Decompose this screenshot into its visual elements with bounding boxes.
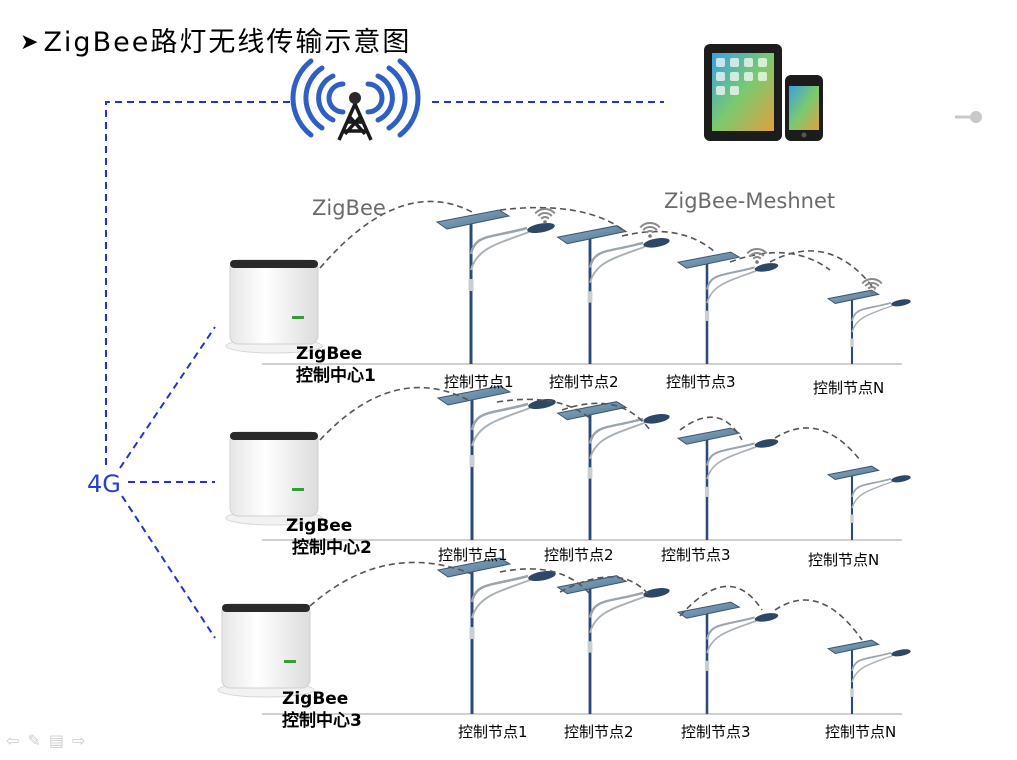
row3-node3-label: 控制节点3 bbox=[681, 723, 751, 741]
tower-to-left-link bbox=[105, 101, 290, 468]
row3-zigbee-arc-4 bbox=[679, 585, 763, 617]
row2-street-lamp-2-icon bbox=[556, 401, 670, 540]
4g-label: 4G bbox=[87, 470, 121, 498]
row3-street-lamp-1-icon bbox=[436, 557, 556, 714]
row1-wifi-3-icon bbox=[746, 248, 768, 264]
4g-to-center3-link bbox=[121, 495, 216, 639]
row1-nodeN-label: 控制节点N bbox=[813, 379, 885, 397]
row3-zigbee-arc-2 bbox=[499, 568, 591, 595]
row2-zigbee-arc-5 bbox=[774, 427, 861, 461]
row1-street-lamp-3-icon bbox=[676, 251, 779, 364]
prev-arrow-icon[interactable]: ⇦ bbox=[6, 731, 28, 750]
lamp-rows bbox=[217, 200, 911, 715]
center-3-line2: 控制中心3 bbox=[282, 711, 362, 731]
row2-street-lamp-3-icon bbox=[676, 427, 779, 540]
row3-zigbee-arc-1 bbox=[309, 561, 473, 607]
zigbee-link-label: ZigBee bbox=[312, 196, 386, 220]
row3-node2-label: 控制节点2 bbox=[564, 723, 634, 741]
row1-node3-label: 控制节点3 bbox=[666, 373, 736, 391]
center-2-line2: 控制中心2 bbox=[292, 538, 372, 558]
row2-node3-label: 控制节点3 bbox=[661, 546, 731, 564]
next-arrow-icon[interactable]: ⇨ bbox=[71, 731, 94, 750]
row3-nodeN-label: 控制节点N bbox=[825, 723, 897, 741]
radio-tower-icon bbox=[290, 58, 421, 141]
gateway-2-icon bbox=[225, 431, 323, 526]
center-1-line2: 控制中心1 bbox=[296, 366, 376, 386]
meshnet-link-label: ZigBee-Meshnet bbox=[664, 189, 836, 213]
center-1-line1: ZigBee bbox=[296, 344, 363, 364]
row2-nodeN-label: 控制节点N bbox=[808, 551, 880, 569]
row3-street-lamp-4-icon bbox=[826, 639, 911, 714]
row1-node2-label: 控制节点2 bbox=[549, 373, 619, 391]
center-3-label: ZigBee 控制中心3 bbox=[282, 688, 362, 732]
row1-zigbee-arc-4 bbox=[729, 251, 831, 271]
row2-zigbee-arc-1 bbox=[319, 386, 473, 441]
row2-street-lamp-1-icon bbox=[436, 385, 556, 540]
row1-node1-label: 控制节点1 bbox=[444, 373, 514, 391]
slide-nav[interactable]: ⇦✎▤⇨ bbox=[6, 731, 93, 750]
center-1-label: ZigBee 控制中心1 bbox=[296, 343, 376, 387]
row3-street-lamp-3-icon bbox=[676, 601, 779, 714]
row1-street-lamp-4-icon bbox=[826, 289, 911, 364]
row1-wifi-2-icon bbox=[639, 222, 661, 238]
row2-node1-label: 控制节点1 bbox=[438, 546, 508, 564]
pen-icon[interactable]: ✎ bbox=[27, 731, 49, 750]
title-bullet-icon: ➤ bbox=[20, 30, 41, 55]
center-3-line1: ZigBee bbox=[282, 689, 349, 709]
row2-zigbee-arc-2 bbox=[496, 398, 593, 421]
row3-street-lamp-2-icon bbox=[556, 575, 670, 714]
row1-wifi-1-icon bbox=[534, 208, 556, 224]
center-2-label: ZigBee 控制中心2 bbox=[286, 515, 372, 559]
page-title-text: ZigBee路灯无线传输示意图 bbox=[43, 27, 412, 58]
row1-zigbee-arc-2 bbox=[499, 206, 627, 233]
center-2-line1: ZigBee bbox=[286, 516, 353, 536]
row2-node2-label: 控制节点2 bbox=[544, 546, 614, 564]
gateway-1-icon bbox=[225, 259, 323, 354]
pin-icon bbox=[955, 111, 982, 123]
row3-zigbee-arc-5 bbox=[774, 599, 863, 641]
tablet-icon bbox=[704, 44, 782, 141]
row1-street-lamp-1-icon bbox=[435, 209, 555, 364]
gateway-3-icon bbox=[217, 603, 315, 698]
smartphone-icon bbox=[785, 75, 823, 141]
4g-to-center1-link bbox=[119, 326, 216, 469]
row1-wifi-4-icon bbox=[861, 278, 883, 294]
row2-street-lamp-4-icon bbox=[826, 465, 911, 540]
menu-icon[interactable]: ▤ bbox=[48, 731, 72, 750]
row3-node1-label: 控制节点1 bbox=[458, 723, 528, 741]
backhaul-links bbox=[105, 101, 664, 639]
page-title: ➤ZigBee路灯无线传输示意图 bbox=[20, 20, 411, 59]
row1-zigbee-arc-5 bbox=[769, 250, 876, 291]
row1-zigbee-arc-3 bbox=[621, 230, 716, 253]
row3-zigbee-arc-3 bbox=[559, 576, 651, 597]
row1-street-lamp-2-icon bbox=[556, 225, 670, 364]
row2-zigbee-arc-3 bbox=[561, 402, 651, 431]
